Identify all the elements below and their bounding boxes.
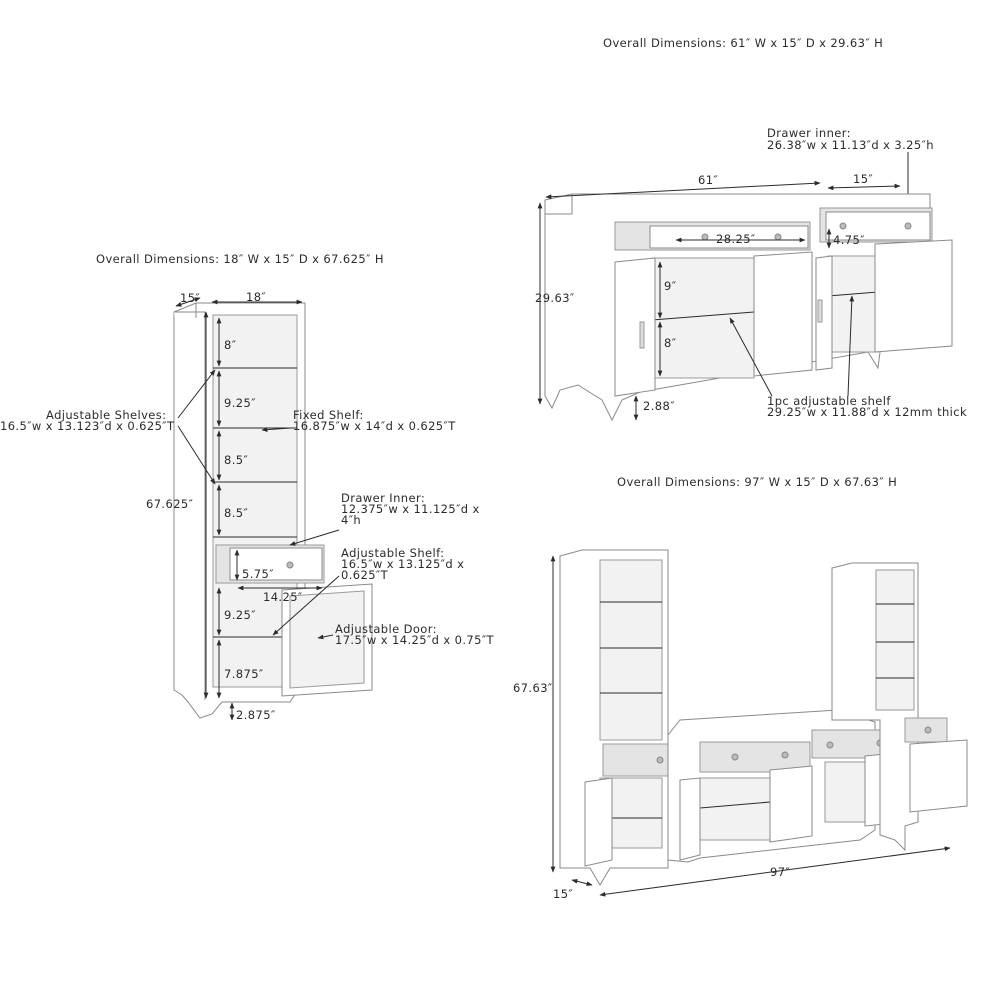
console-drawer-width-label: 28.25″ xyxy=(716,232,756,246)
entertainment-set-figure: Overall Dimensions: 97″ W x 15″ D x 67.6… xyxy=(513,475,968,901)
console-left-door xyxy=(614,257,656,397)
pier-fixed-shelf-title: Fixed Shelf: xyxy=(293,408,364,422)
console-left-interior xyxy=(651,257,755,379)
set-overall-dimensions: Overall Dimensions: 97″ W x 15″ D x 67.6… xyxy=(617,475,897,489)
pier-adj-shelf-line2: 0.625″T xyxy=(341,568,389,582)
pier-shelf-gap-3: 8.5″ xyxy=(224,453,248,467)
console-upper-space-label: 9″ xyxy=(664,279,677,293)
console-lower-space-label: 8″ xyxy=(664,336,677,350)
pier-drawer-front xyxy=(229,547,323,581)
console-drawer-inner-title: Drawer inner: xyxy=(767,126,851,140)
pier-adj-door-title: Adjustable Door: xyxy=(335,622,437,636)
set-console-center-door xyxy=(769,765,813,843)
pier-shelf-gap-1: 8″ xyxy=(224,338,237,352)
console-door-handle-icon xyxy=(817,299,823,323)
console-foot-label: 2.88″ xyxy=(643,399,675,413)
console-center-door xyxy=(753,251,813,377)
console-figure: Overall Dimensions: 61″ W x 15″ D x 29.6… xyxy=(535,36,967,422)
set-right-pier-door xyxy=(909,739,968,813)
console-right-interior xyxy=(827,255,879,353)
pier-cabinet-figure: Overall Dimensions: 18″ W x 15″ D x 67.6… xyxy=(0,252,495,722)
pier-drawer-width: 14.25″ xyxy=(263,590,303,604)
set-depth-label: 15″ xyxy=(553,887,573,901)
console-depth-label: 15″ xyxy=(853,172,873,186)
pier-overall-dimensions: Overall Dimensions: 18″ W x 15″ D x 67.6… xyxy=(96,252,384,266)
pier-adj-shelves-dims: 16.5″w x 13.123″d x 0.625″T xyxy=(0,419,175,433)
pier-fixed-shelf-dims: 16.875″w x 14″d x 0.625″T xyxy=(293,419,456,433)
set-left-pier-door xyxy=(584,777,613,867)
pier-drawer-height: 5.75″ xyxy=(242,567,274,581)
console-drawer-knob-icon xyxy=(701,233,709,241)
pier-adj-shelf-line1: 16.5″w x 13.125″d x xyxy=(341,557,464,571)
pier-drawer-inner-line1: 12.375″w x 11.125″d x xyxy=(341,502,480,516)
set-height-label: 67.63″ xyxy=(513,681,553,695)
pier-shelf-gap-7: 7.875″ xyxy=(224,667,264,681)
console-door-handle-icon xyxy=(639,321,645,349)
console-drawer-inner-dims: 26.38″w x 11.13″d x 3.25″h xyxy=(767,138,934,152)
pier-width-label: 18″ xyxy=(246,290,266,304)
console-right-door xyxy=(874,239,953,353)
pier-adj-shelf-title: Adjustable Shelf: xyxy=(341,546,444,560)
console-overall-dimensions: Overall Dimensions: 61″ W x 15″ D x 29.6… xyxy=(603,36,883,50)
pier-shelf-gap-6: 9.25″ xyxy=(224,608,256,622)
pier-depth-label: 15″ xyxy=(180,291,200,305)
pier-drawer-knob-icon xyxy=(286,561,294,569)
console-width-label: 61″ xyxy=(698,173,718,187)
set-console-left-drawer xyxy=(699,741,811,773)
pier-foot-height: 2.875″ xyxy=(236,708,276,722)
console-shelf-title: 1pc adjustable shelf xyxy=(767,394,891,408)
console-drawer-knob-icon xyxy=(774,233,782,241)
console-shelf-dims: 29.25″w x 11.88″d x 12mm thick xyxy=(767,405,967,419)
pier-shelf-gap-4: 8.5″ xyxy=(224,506,248,520)
pier-shelf-gap-2: 9.25″ xyxy=(224,396,256,410)
pier-adj-door-dims: 17.5″w x 14.25″d x 0.75″T xyxy=(335,633,495,647)
console-drawer-height-label: 4.75″ xyxy=(833,233,865,247)
pier-drawer-inner-title: Drawer Inner: xyxy=(341,491,425,505)
pier-drawer-inner-line2: 4″h xyxy=(341,513,361,527)
console-height-label: 29.63″ xyxy=(535,291,575,305)
pier-height-label: 67.625″ xyxy=(146,497,194,511)
set-width-label: 97″ xyxy=(770,865,790,879)
pier-adj-shelves-title: Adjustable Shelves: xyxy=(46,408,166,422)
